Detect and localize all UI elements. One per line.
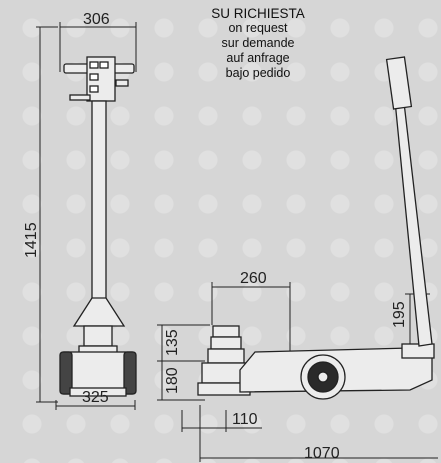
dim-110: 110 (232, 411, 258, 428)
handle-fork (72, 297, 126, 327)
right-wheel (123, 351, 137, 395)
handle-control-head (385, 56, 413, 110)
note-german: auf anfrage (226, 51, 290, 65)
note-italian: SU RICHIESTA (211, 6, 305, 21)
base-plate (69, 387, 127, 397)
air-fitting (115, 79, 129, 87)
dim-135: 135 (164, 329, 181, 356)
handle-pivot (401, 343, 435, 359)
note-english: on request (228, 21, 288, 35)
availability-note: SU RICHIESTA on request sur demande auf … (200, 6, 316, 81)
dim-1415: 1415 (23, 222, 40, 258)
ram-stage-2 (207, 348, 245, 364)
left-wheel (59, 351, 73, 395)
dim-1070: 1070 (304, 445, 340, 462)
side-lever (69, 94, 91, 101)
jack-front-view (59, 56, 137, 397)
note-spanish: bajo pedido (225, 66, 291, 80)
dim-260: 260 (240, 270, 267, 287)
jack-body (63, 351, 133, 395)
dim-325: 325 (82, 389, 109, 406)
dimension-labels: 306 1415 325 260 135 180 110 1070 195 (23, 11, 408, 462)
dim-306: 306 (83, 11, 110, 28)
dim-195: 195 (391, 301, 408, 328)
wheel-hub (317, 371, 329, 383)
note-french: sur demande (221, 36, 295, 50)
upper-ram (83, 325, 113, 347)
jack-side-view (197, 56, 435, 400)
handle-tube (91, 100, 107, 302)
dimension-lines (36, 22, 438, 462)
ram-stage-1 (210, 336, 242, 350)
saddle-top (212, 325, 240, 338)
dim-180: 180 (164, 367, 181, 394)
